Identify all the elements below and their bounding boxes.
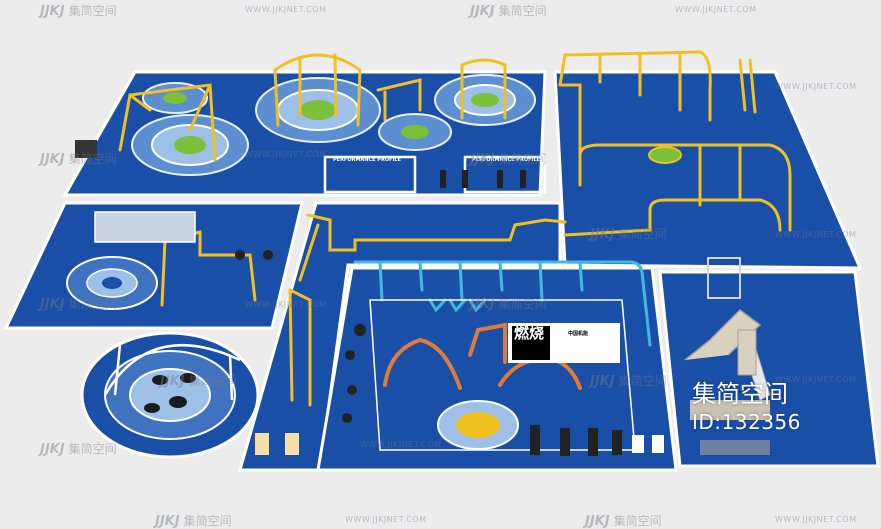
watermark-brand: 集简空间 <box>613 514 662 528</box>
burn-board-inner <box>512 326 550 360</box>
watermark-url-3: WWW.JJKJNET.COM <box>245 150 327 159</box>
watermark-brand: 集简空间 <box>498 152 547 166</box>
watermark-logo: JJKJ <box>470 297 495 312</box>
watermark-logo: JJKJ <box>585 514 610 529</box>
slide-tower <box>684 257 771 455</box>
watermark-url-1: WWW.JJKJNET.COM <box>245 5 327 14</box>
watermark-logo: JJKJ <box>470 4 495 19</box>
watermark-logo: JJKJ <box>40 152 65 167</box>
ring-pads <box>66 74 682 450</box>
watermark-url-10: WWW.JJKJNET.COM <box>775 515 857 524</box>
big-watermark-id: ID:132356 <box>692 410 801 434</box>
yellow-rails <box>118 50 792 407</box>
court-top-right <box>553 70 863 270</box>
watermark-url-7: WWW.JJKJNET.COM <box>775 375 857 384</box>
cyan-rails <box>353 260 652 347</box>
banner-left-frame <box>323 155 417 194</box>
watermark-url-5: WWW.JJKJNET.COM <box>775 230 857 239</box>
banner-left-text: PERFORMANCE PROFILE <box>333 157 401 163</box>
mat-4 <box>652 435 664 453</box>
watermark-url-8: WWW.JJKJNET.COM <box>360 440 442 449</box>
watermark-brand: 集简空间 <box>68 297 117 311</box>
mat-3 <box>632 435 644 453</box>
watermark-brand: 集简空间 <box>188 374 237 388</box>
watermark-logo: JJKJ <box>155 514 180 529</box>
burn-board-small-text: 中国机能 <box>568 331 589 337</box>
court-mid-center <box>238 201 562 472</box>
watermark-url-4: WWW.JJKJNET.COM <box>775 82 857 91</box>
mat-2 <box>285 433 299 455</box>
burn-board-text: 燃烧 <box>514 324 545 342</box>
watermark-url-2: WWW.JJKJNET.COM <box>675 5 757 14</box>
banner-right-text: PERFORMANCE PROFILE <box>472 157 540 163</box>
mat-1 <box>255 433 269 455</box>
watermark-brand: 集简空间 <box>68 152 117 166</box>
fitness-machines <box>75 140 622 456</box>
watermark-brand: 集简空间 <box>618 227 667 241</box>
watermark-logo: JJKJ <box>40 442 65 457</box>
watermark-brand: 集简空间 <box>498 4 547 18</box>
white-markings <box>94 155 664 455</box>
watermark-logo: JJKJ <box>40 4 65 19</box>
watermark-logo: JJKJ <box>590 374 615 389</box>
watermark-brand: 集简空间 <box>498 297 547 311</box>
watermark-url-9: WWW.JJKJNET.COM <box>345 515 427 524</box>
wall-panel <box>94 211 196 243</box>
watermark-url-6: WWW.JJKJNET.COM <box>245 300 327 309</box>
big-watermark: 集简空间 ID:132356 <box>692 380 801 436</box>
watermark-brand: 集简空间 <box>618 374 667 388</box>
watermark-brand: 集简空间 <box>68 442 117 456</box>
court-bottom-right <box>658 270 880 468</box>
watermark-logo: JJKJ <box>40 297 65 312</box>
watermark-brand: 集简空间 <box>68 4 117 18</box>
watermark-logo: JJKJ <box>160 374 185 389</box>
watermark-logo: JJKJ <box>590 227 615 242</box>
big-watermark-brand: 集简空间 <box>692 380 788 408</box>
watermark-logo: JJKJ <box>470 152 495 167</box>
watermark-brand: 集简空间 <box>183 514 232 528</box>
white-arch <box>103 343 241 401</box>
court-bottom-center <box>316 266 678 472</box>
